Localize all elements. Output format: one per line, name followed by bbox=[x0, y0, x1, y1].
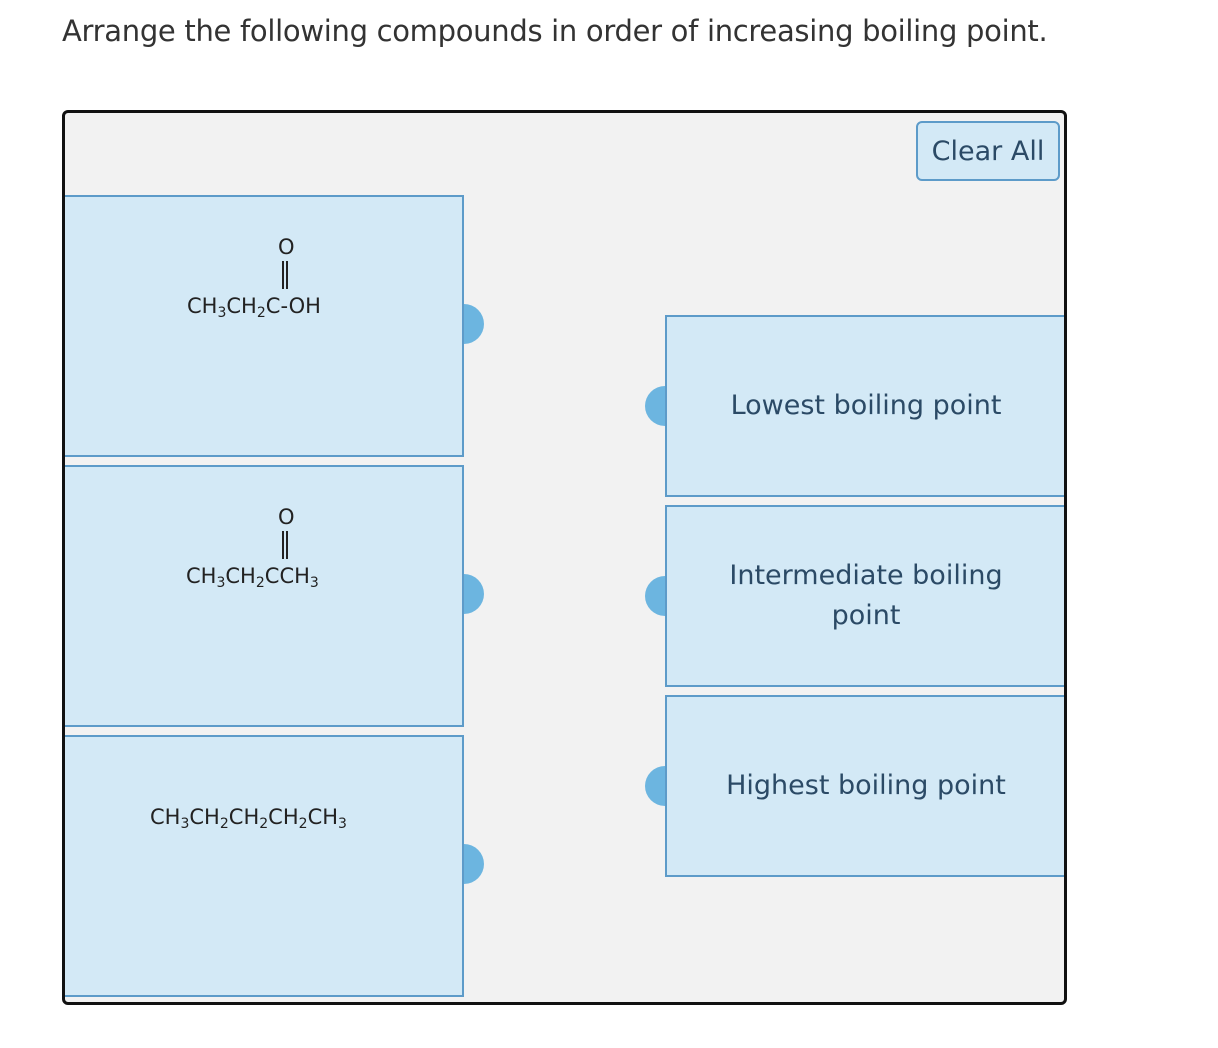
target-label: Lowest boiling point bbox=[730, 390, 1002, 421]
clear-all-button[interactable]: Clear All bbox=[916, 121, 1060, 181]
compound-formula: CH3CH2C-OH bbox=[187, 294, 321, 321]
target-connector-tab[interactable] bbox=[645, 576, 665, 616]
target-intermediate-boiling-point[interactable]: Intermediate boiling point bbox=[665, 505, 1064, 687]
target-label: Highest boiling point bbox=[726, 770, 1006, 801]
question-text: Arrange the following compounds in order… bbox=[62, 14, 1048, 48]
double-bond bbox=[282, 531, 288, 559]
drag-drop-workspace: Clear All O CH3CH2C-OH O CH3CH2CCH3 CH3C… bbox=[62, 110, 1067, 1005]
compound-connector-tab[interactable] bbox=[464, 844, 484, 884]
target-connector-tab[interactable] bbox=[645, 766, 665, 806]
carbonyl-oxygen: O bbox=[278, 235, 295, 259]
compound-connector-tab[interactable] bbox=[464, 304, 484, 344]
target-connector-tab[interactable] bbox=[645, 386, 665, 426]
target-label: Intermediate boiling point bbox=[729, 560, 1003, 631]
target-lowest-boiling-point[interactable]: Lowest boiling point bbox=[665, 315, 1064, 497]
target-highest-boiling-point[interactable]: Highest boiling point bbox=[665, 695, 1064, 877]
carbonyl-oxygen: O bbox=[278, 505, 295, 529]
compound-connector-tab[interactable] bbox=[464, 574, 484, 614]
compound-card-propanoic-acid[interactable]: O CH3CH2C-OH bbox=[65, 195, 464, 457]
compound-card-butanone[interactable]: O CH3CH2CCH3 bbox=[65, 465, 464, 727]
compound-formula: CH3CH2CCH3 bbox=[186, 564, 319, 591]
double-bond bbox=[282, 261, 288, 289]
compound-card-pentane[interactable]: CH3CH2CH2CH2CH3 bbox=[65, 735, 464, 997]
compound-formula: CH3CH2CH2CH2CH3 bbox=[150, 805, 347, 832]
